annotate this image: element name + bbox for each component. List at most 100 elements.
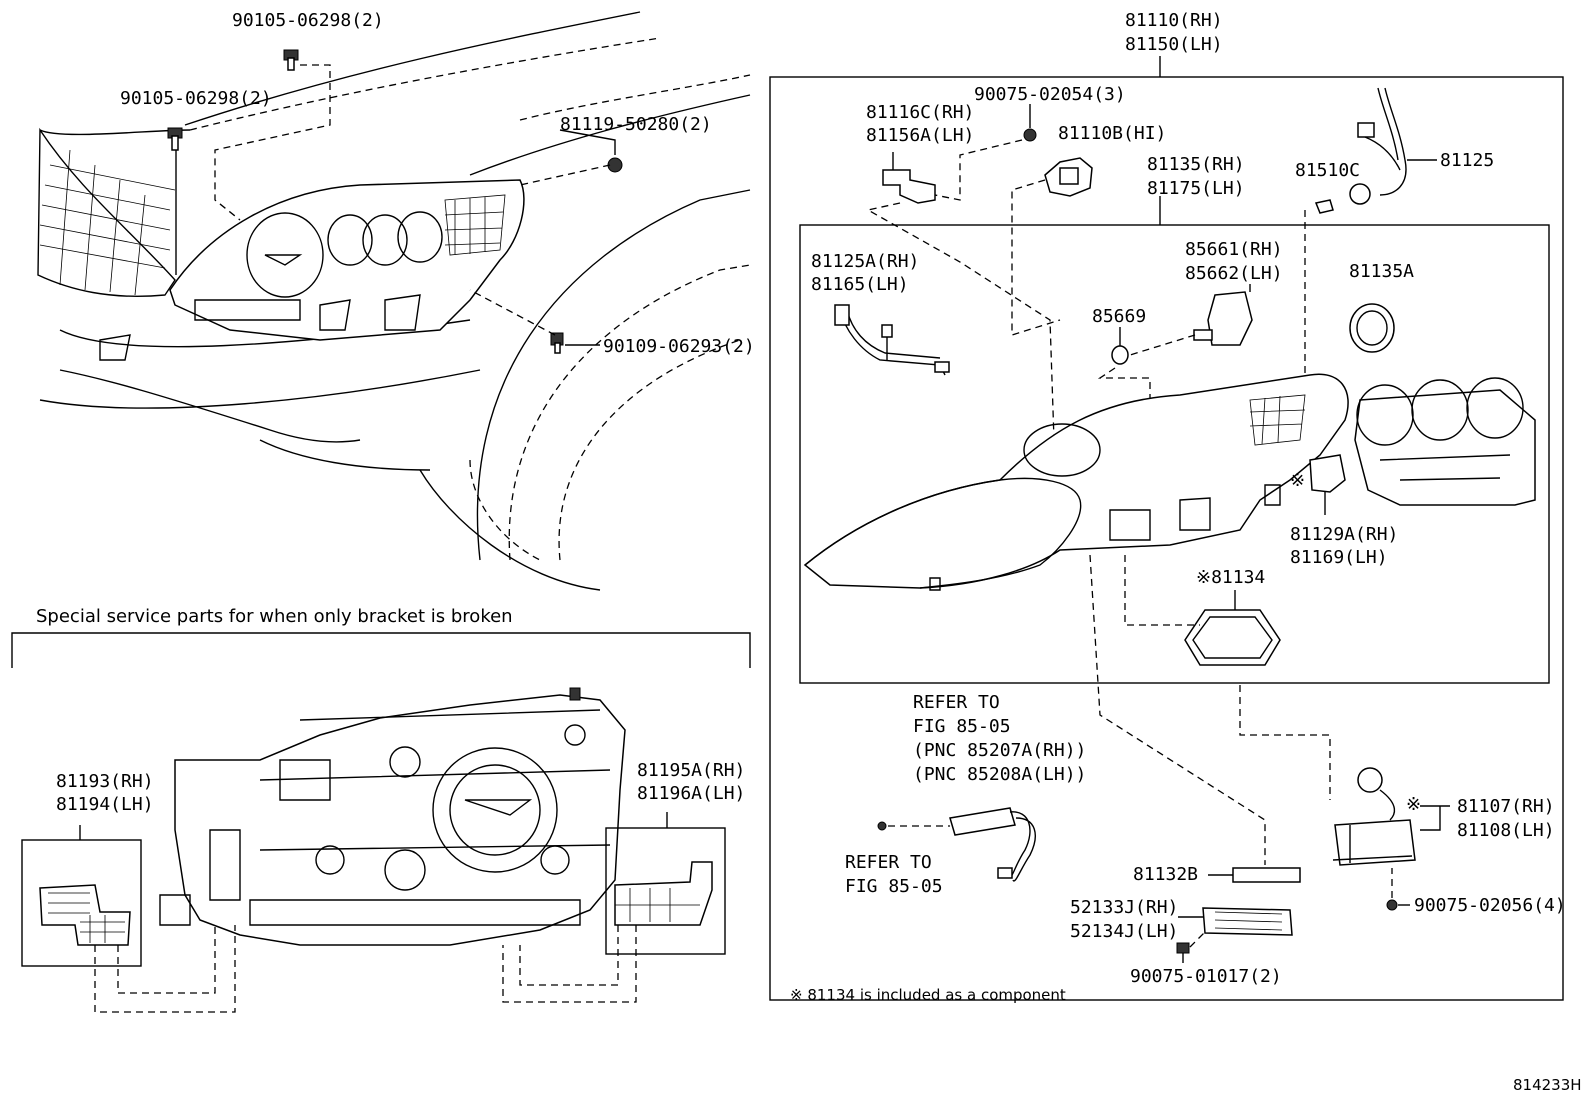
leader-81132b-dashed — [1089, 554, 1266, 865]
label-85662-lh: 85662(LH) — [1185, 263, 1283, 284]
label-85669: 85669 — [1092, 306, 1146, 327]
headlamp-rear-view — [159, 687, 626, 946]
label-81165-lh: 81165(LH) — [811, 274, 909, 295]
label-85661-rh: 85661(RH) — [1185, 239, 1283, 260]
label-81135a: 81135A — [1349, 261, 1414, 282]
label-90075-02056: 90075-02056(4) — [1414, 895, 1566, 916]
leader-81119-text — [559, 129, 616, 155]
cover-52133j — [1202, 907, 1293, 936]
wire-harness-81125a — [834, 304, 950, 376]
leader-81107-dashed — [1239, 685, 1331, 800]
fender-dashed — [519, 74, 751, 121]
bracket-81195a — [614, 861, 713, 926]
bulb-81510c — [1314, 199, 1334, 214]
bumper-mid — [39, 369, 481, 409]
label-81134: ※81134 — [1196, 567, 1265, 588]
vehicle-front-view — [37, 11, 751, 591]
leader-90075-01017-dashed — [1189, 931, 1206, 948]
label-81156a-lh: 81156A(LH) — [866, 125, 974, 146]
o-ring-85669 — [1111, 345, 1129, 365]
label-81129a-rh: 81129A(RH) — [1290, 524, 1398, 545]
refer1-line1: REFER TO — [913, 692, 1000, 713]
leader-90075-02054 — [934, 139, 1023, 201]
leader-81119 — [519, 164, 611, 186]
bolt-90105-left — [167, 127, 183, 151]
lower-body — [419, 469, 601, 591]
label-81150-lh: 81150(LH) — [1125, 34, 1223, 55]
leveling-actuator-85661 — [1193, 291, 1253, 346]
bolt-90105-top — [283, 49, 299, 71]
label-81125a-rh: 81125A(RH) — [811, 251, 919, 272]
wheel-arch-dashed — [508, 264, 751, 561]
label-81125: 81125 — [1440, 150, 1494, 171]
tow-cover — [99, 334, 131, 361]
label-81194-lh: 81194(LH) — [56, 794, 154, 815]
washer-hose — [877, 807, 1036, 882]
hood-edge — [184, 11, 641, 126]
reflector-housing — [1354, 377, 1536, 506]
unit-inner-box — [799, 224, 1550, 684]
leader-90109 — [469, 289, 556, 336]
label-81119-50280: 81119-50280(2) — [560, 114, 712, 135]
footnote: ※ 81134 is included as a component — [790, 986, 1066, 1004]
label-90075-01017: 90075-01017(2) — [1130, 966, 1282, 987]
headlamp-unit-81135 — [803, 373, 1349, 591]
leader-85669-dashed — [1097, 367, 1151, 400]
label-90105-06298-left: 90105-06298(2) — [120, 88, 272, 109]
fender-top — [469, 94, 751, 176]
diagram-id: 814233H — [1513, 1076, 1582, 1094]
refer2-line1: REFER TO — [845, 852, 932, 873]
leader-90105-top — [214, 64, 331, 221]
screw-90075-02056 — [1386, 899, 1398, 911]
label-81107-rh: 81107(RH) — [1457, 796, 1555, 817]
bracket-81132b — [1232, 867, 1301, 883]
leader-81134-dashed — [1124, 555, 1200, 626]
clip-81119 — [607, 157, 623, 173]
actuator-81129a — [1309, 454, 1346, 493]
label-81169-lh: 81169(LH) — [1290, 547, 1388, 568]
bolt-90109 — [550, 332, 564, 354]
bracket-81193 — [39, 884, 131, 946]
leader-81107 — [1420, 805, 1450, 831]
label-81195a-rh: 81195A(RH) — [637, 760, 745, 781]
assembly-outer-box — [769, 76, 1564, 1001]
mark-81129a: ※ — [1290, 470, 1305, 491]
leader-81195a-dashed-b — [502, 925, 637, 1003]
gasket-81134 — [1184, 609, 1281, 666]
label-52133j-rh: 52133J(RH) — [1070, 897, 1178, 918]
leader-81193-dashed-a — [94, 925, 236, 1013]
label-81175-lh: 81175(LH) — [1147, 178, 1245, 199]
label-90109-06293: 90109-06293(2) — [603, 336, 755, 357]
label-52134j-lh: 52134J(LH) — [1070, 921, 1178, 942]
leader-81110b — [1011, 179, 1061, 336]
headlamp-on-vehicle — [169, 179, 525, 341]
special-service-heading: Special service parts for when only brac… — [36, 606, 513, 627]
ballast-81107 — [1332, 767, 1416, 866]
label-81110b-hi: 81110B(HI) — [1058, 123, 1166, 144]
special-service-bracket — [11, 632, 751, 668]
label-81110-rh: 81110(RH) — [1125, 10, 1223, 31]
refer1-line2: FIG 85-05 — [913, 716, 1011, 737]
label-90105-06298-top: 90105-06298(2) — [232, 10, 384, 31]
tire-dashed — [558, 339, 741, 561]
bumper-lower — [259, 439, 431, 471]
label-81135-rh: 81135(RH) — [1147, 154, 1245, 175]
label-81510c: 81510C — [1295, 160, 1360, 181]
bracket-box-81195a — [605, 827, 726, 955]
label-81116c-rh: 81116C(RH) — [866, 102, 974, 123]
screw-90075-02054 — [1023, 128, 1037, 142]
bracket-box-81193 — [21, 839, 142, 967]
refer2-line2: FIG 85-05 — [845, 876, 943, 897]
refer1-line3: (PNC 85207A(RH)) — [913, 740, 1086, 761]
fog-recess — [59, 369, 361, 443]
leader-81195a-dashed-a — [519, 925, 619, 986]
label-81132b: 81132B — [1133, 864, 1198, 885]
bracket-81116c — [866, 169, 1056, 471]
screw-90075-01017 — [1176, 942, 1190, 954]
label-81108-lh: 81108(LH) — [1457, 820, 1555, 841]
leader-81193-dashed-b — [117, 925, 216, 994]
label-81196a-lh: 81196A(LH) — [637, 783, 745, 804]
bulb-81110b — [1044, 157, 1093, 197]
mark-81107: ※ — [1406, 794, 1421, 815]
